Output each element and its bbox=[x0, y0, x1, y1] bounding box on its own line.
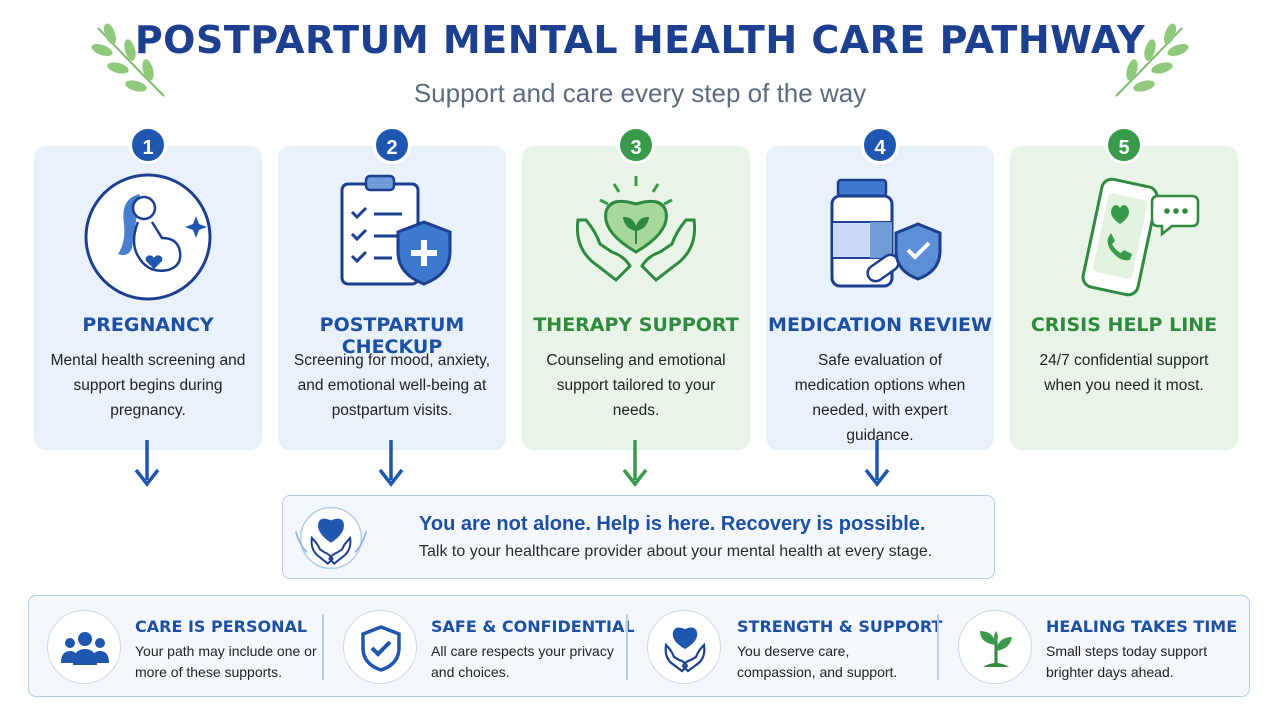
step-number-badge: 3 bbox=[617, 126, 655, 164]
clipboard-shield-icon bbox=[340, 174, 452, 286]
divider bbox=[937, 614, 939, 680]
step-card-pregnancy: PREGNANCY Mental health screening and su… bbox=[34, 146, 262, 450]
step-number-badge: 2 bbox=[373, 126, 411, 164]
footer-item-description: You deserve care, compassion, and suppor… bbox=[737, 643, 898, 680]
step-description: Mental health screening and support begi… bbox=[50, 352, 246, 419]
hands-heart-icon bbox=[575, 176, 697, 282]
leaf-branch-left-icon bbox=[91, 23, 165, 97]
sprout-icon bbox=[958, 610, 1032, 684]
step-title: THERAPY SUPPORT bbox=[533, 314, 739, 336]
step-card-therapy-support: THERAPY SUPPORT Counseling and emotional… bbox=[522, 146, 750, 450]
shield-check-icon bbox=[343, 610, 417, 684]
step-description: Safe evaluation of medication options wh… bbox=[794, 352, 966, 444]
footer-item-description: Your path may include one or more of the… bbox=[135, 643, 317, 680]
footer-item-title: SAFE & CONFIDENTIAL bbox=[431, 617, 635, 636]
step-card-postpartum-checkup: POSTPARTUM CHECKUP Screening for mood, a… bbox=[278, 146, 506, 450]
step-title: CRISIS HELP LINE bbox=[1030, 314, 1218, 336]
divider bbox=[626, 614, 628, 680]
step-title: MEDICATION REVIEW bbox=[768, 314, 992, 336]
step-description: Counseling and emotional support tailore… bbox=[546, 352, 726, 419]
step-number-badge: 1 bbox=[129, 126, 167, 164]
banner-text: Talk to your healthcare provider about y… bbox=[419, 543, 933, 560]
step-description: Screening for mood, anxiety, and emotion… bbox=[293, 352, 491, 419]
step-title: PREGNANCY bbox=[82, 314, 214, 336]
down-arrow-icon bbox=[864, 440, 890, 487]
banner-headline: You are not alone. Help is here. Recover… bbox=[419, 513, 926, 535]
medicine-bottle-icon bbox=[830, 178, 942, 288]
step-card-medication-review: MEDICATION REVIEW Safe evaluation of med… bbox=[766, 146, 994, 450]
down-arrow-icon bbox=[622, 440, 648, 487]
page-subtitle: Support and care every step of the way bbox=[413, 78, 867, 108]
leaf-branch-right-icon bbox=[1115, 23, 1189, 97]
phone-chat-icon bbox=[1081, 177, 1200, 297]
down-arrow-icon bbox=[134, 440, 160, 487]
down-arrow-icon bbox=[378, 440, 404, 487]
people-group-icon bbox=[47, 610, 121, 684]
hands-heart-icon bbox=[647, 610, 721, 684]
step-number-badge: 4 bbox=[861, 126, 899, 164]
footer-item-title: CARE IS PERSONAL bbox=[135, 617, 308, 636]
footer-item-description: Small steps today support brighter days … bbox=[1046, 643, 1208, 680]
page-title: POSTPARTUM MENTAL HEALTH CARE PATHWAY bbox=[134, 18, 1146, 62]
support-banner: You are not alone. Help is here. Recover… bbox=[282, 495, 995, 579]
step-number-badge: 5 bbox=[1105, 126, 1143, 164]
pregnant-woman-icon bbox=[84, 173, 212, 301]
footer-item-title: HEALING TAKES TIME bbox=[1046, 617, 1238, 636]
step-description: 24/7 confidential support when you need … bbox=[1039, 352, 1209, 394]
step-card-crisis-help-line: CRISIS HELP LINE 24/7 confidential suppo… bbox=[1010, 146, 1238, 450]
hands-heart-icon bbox=[295, 506, 367, 570]
step-title: POSTPARTUM CHECKUP bbox=[319, 314, 465, 358]
footer-values-bar: CARE IS PERSONAL Your path may include o… bbox=[28, 595, 1250, 697]
footer-item-description: All care respects your privacy and choic… bbox=[431, 643, 614, 680]
divider bbox=[322, 614, 324, 680]
footer-item-title: STRENGTH & SUPPORT bbox=[737, 617, 943, 636]
